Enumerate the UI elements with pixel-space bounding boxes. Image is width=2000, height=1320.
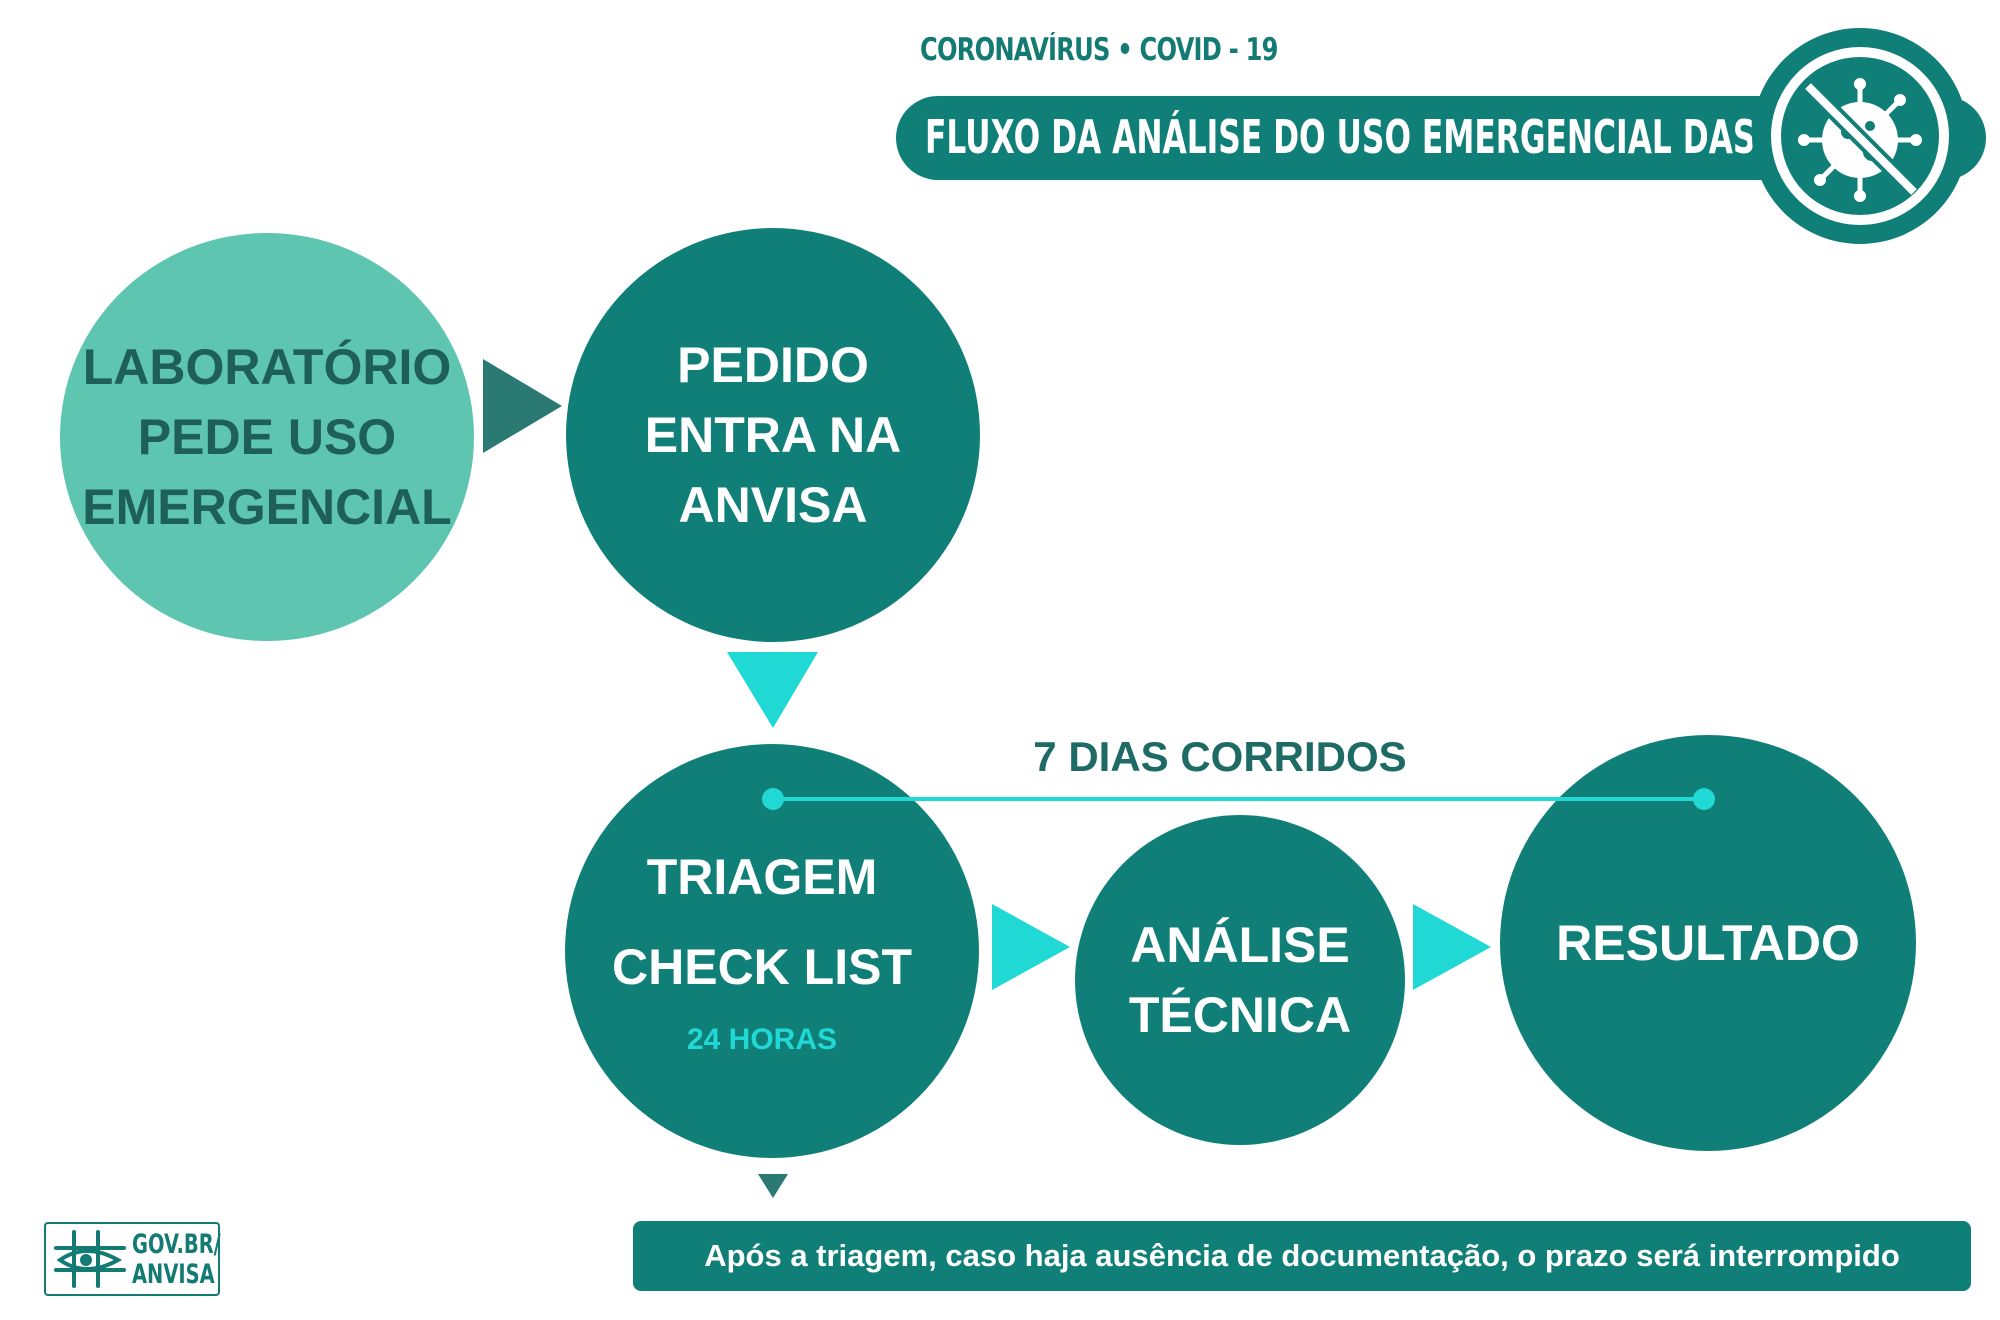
resultado-circle: RESULTADO xyxy=(1500,735,1916,1151)
logo-text: GOV.BR/ ANVISA xyxy=(132,1229,221,1290)
header-topline: CORONAVÍRUS • COVID - 19 xyxy=(920,32,1278,68)
pedido-circle: PEDIDO ENTRA NA ANVISA xyxy=(566,228,980,642)
laboratorio-circle: LABORATÓRIO PEDE USO EMERGENCIAL xyxy=(60,233,474,641)
arrow-right-analise-to-resultado xyxy=(1413,904,1491,990)
triagem-time: 24 HORAS xyxy=(686,1023,838,1056)
triagem-line-1: TRIAGEM xyxy=(646,849,878,905)
analise-line-2: TÉCNICA xyxy=(1128,987,1352,1043)
resultado-label: RESULTADO xyxy=(1556,915,1860,971)
arrow-down-to-note xyxy=(758,1174,788,1198)
lab-line-2: PEDE USO xyxy=(137,409,397,465)
triagem-line-2: CHECK LIST xyxy=(612,939,912,995)
anvisa-emblem-icon xyxy=(54,1230,126,1288)
pedido-line-3: ANVISA xyxy=(678,477,868,533)
analise-line-1: ANÁLISE xyxy=(1130,917,1350,973)
triagem-circle: TRIAGEM CHECK LIST 24 HORAS xyxy=(565,744,979,1158)
logo-line-2: ANVISA xyxy=(132,1259,215,1290)
no-virus-icon xyxy=(1752,28,1968,244)
note-text: Após a triagem, caso haja ausência de do… xyxy=(704,1238,1900,1273)
pedido-line-1: PEDIDO xyxy=(677,337,869,393)
note-banner: Após a triagem, caso haja ausência de do… xyxy=(633,1221,1971,1291)
analise-circle: ANÁLISE TÉCNICA xyxy=(1075,815,1405,1145)
arrow-right-lab-to-pedido xyxy=(483,359,562,453)
logo-line-1: GOV.BR/ xyxy=(132,1229,221,1260)
arrow-down-pedido-to-triagem xyxy=(727,652,818,728)
arrow-right-triagem-to-analise xyxy=(992,904,1070,990)
anvisa-logo: GOV.BR/ ANVISA xyxy=(44,1222,221,1296)
lab-line-3: EMERGENCIAL xyxy=(82,479,452,535)
page-title: FLUXO DA ANÁLISE DO USO EMERGENCIAL DAS … xyxy=(925,110,1921,164)
timeline-label: 7 DIAS CORRIDOS xyxy=(1033,733,1407,780)
pedido-line-2: ENTRA NA xyxy=(644,407,902,463)
lab-line-1: LABORATÓRIO xyxy=(82,339,452,395)
